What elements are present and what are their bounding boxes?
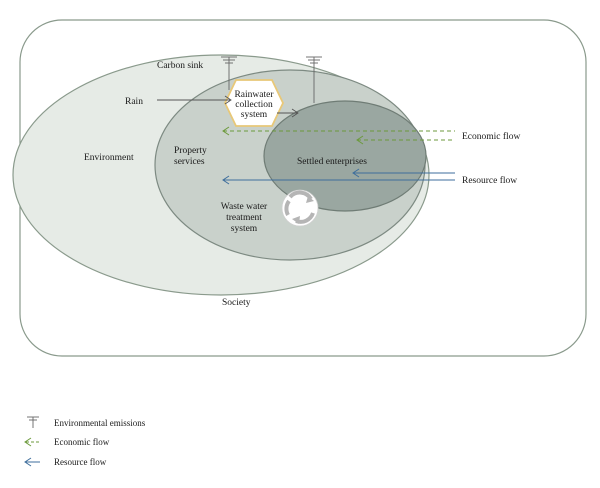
legend-resource-arrow xyxy=(24,457,40,467)
label-waste-line1: Waste water xyxy=(221,202,268,212)
rain-arrow-head xyxy=(224,95,232,105)
label-economic-flow: Economic flow xyxy=(462,131,520,142)
economic-flow-arrow-upper-head xyxy=(222,126,230,136)
label-property-line2: services xyxy=(174,157,205,167)
legend-resource-label: Resource flow xyxy=(54,457,107,467)
label-rainwater-line3: system xyxy=(241,110,268,120)
label-rain: Rain xyxy=(125,97,143,107)
label-waste-line3: system xyxy=(231,224,258,234)
label-carbon-sink: Carbon sink xyxy=(157,61,203,71)
label-environment: Environment xyxy=(84,153,134,163)
legend-economic-arrow xyxy=(24,437,40,447)
label-waste-line2: treatment xyxy=(226,213,262,223)
emission-icon-carbon-sink xyxy=(221,56,237,90)
label-settled-enterprises: Settled enterprises xyxy=(297,157,367,167)
legend-emissions-icon xyxy=(27,416,39,428)
label-resource-flow: Resource flow xyxy=(462,175,517,186)
economic-flow-arrow-lower-head xyxy=(356,135,364,145)
label-society: Society xyxy=(222,298,251,308)
rainwater-hexagon xyxy=(224,79,284,127)
emission-icon-enterprises xyxy=(306,56,322,103)
legend-emissions-label: Environmental emissions xyxy=(54,418,146,428)
label-rainwater-line2: collection xyxy=(235,100,273,110)
label-property-line1: Property xyxy=(174,146,207,156)
label-rainwater-line1: Rainwater xyxy=(234,90,274,100)
legend: Environmental emissions Economic flow Re… xyxy=(24,416,146,467)
settled-enterprises-ellipse xyxy=(263,100,427,212)
resource-flow-arrow-lower-head xyxy=(222,175,230,185)
legend-economic-label: Economic flow xyxy=(54,437,110,447)
resource-flow-arrow-upper-head xyxy=(352,168,360,178)
rainwater-to-enterprise-arrow-head xyxy=(291,108,299,118)
recycle-icon xyxy=(281,189,319,227)
